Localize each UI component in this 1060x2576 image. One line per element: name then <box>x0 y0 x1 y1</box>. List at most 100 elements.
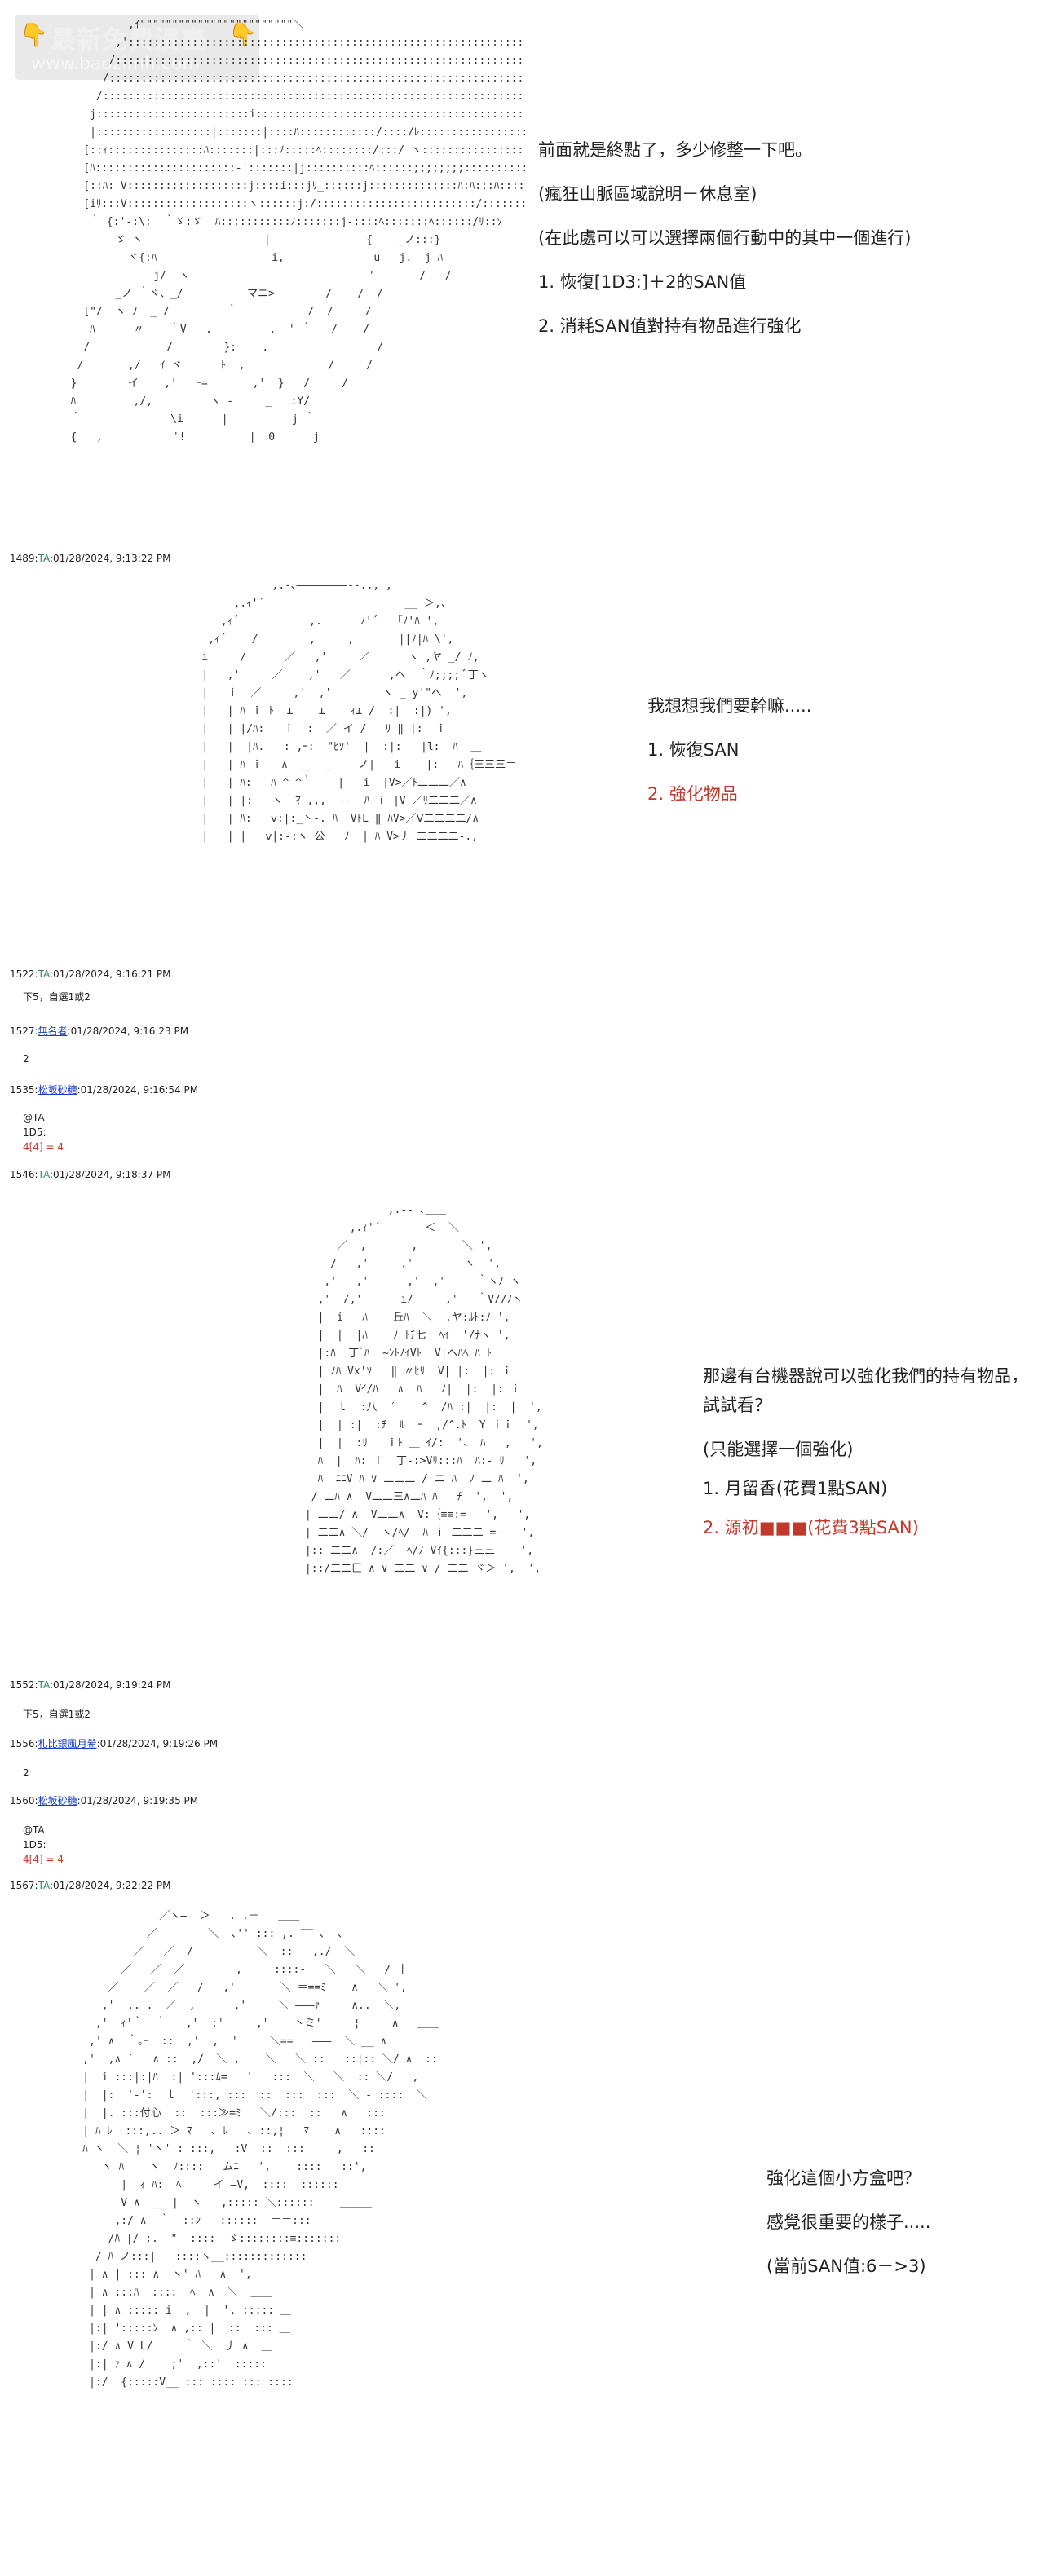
post-date: :01/28/2024, 9:16:54 PM <box>77 1084 199 1096</box>
ascii-art-line: } イ ,' ｰ= ,' } / / <box>20 377 349 390</box>
poster-name[interactable]: 札比銀風月希 <box>38 1738 97 1749</box>
ascii-art-line: ,'::::::::::::::::::::::::::::::::::::::… <box>20 37 525 49</box>
ascii-art-panel-2: ,.-､――――――――--.., , ,.ｨ'´ __ ＞,、 ,ｨ´ ,. … <box>106 577 612 936</box>
dialog-panel-1: 前面就是終點了，多少修整一下吧。 (瘋狂山脈區域說明－休息室) (在此處可以可以… <box>538 139 911 359</box>
post-text: 2 <box>23 1053 29 1065</box>
ascii-art-line: ﾊ 〃 ｀V . , ' ｀ / / <box>20 324 370 336</box>
post-body: 2 <box>23 1052 29 1066</box>
ascii-art-line: | | |ﾊ ﾉ ﾄﾁ七 ﾍｲ '/ﾅヽ ', <box>228 1330 510 1342</box>
ascii-art-line: ／ ／ ／ , ::::- ＼ ＼ / 丨 <box>57 1964 409 1976</box>
dialog-line: (在此處可以可以選擇兩個行動中的其中一個進行) <box>538 228 912 248</box>
dialog-line: 前面就是終點了，多少修整一下吧。 <box>538 140 812 160</box>
post-date: :01/28/2024, 9:22:22 PM <box>50 1880 171 1891</box>
ascii-art-line: | ﾊ ﾚ :::,.. ＞ ﾏ ､ ﾚ ､ ::,¦ ﾏ ∧ :::: <box>57 2125 386 2137</box>
poster-name[interactable]: TA <box>38 553 50 564</box>
ascii-art-line: ／ , , ＼ ', <box>228 1240 492 1252</box>
ascii-art-line: / / }: . / <box>20 342 384 354</box>
ascii-art-line: / 二ﾊ ∧ V二二三∧二ﾊ ﾊ ﾁ ', ', <box>228 1491 514 1503</box>
dialog-line: 1. 月留香(花費1點SAN) <box>703 1479 888 1498</box>
dialog-line: 強化這個小方盒吧？ <box>766 2168 921 2188</box>
dialog-line: 那邊有台機器說可以強化我們的持有物品， <box>703 1366 1028 1386</box>
post-body: 下5，自選1或2 <box>23 1707 91 1722</box>
poster-name[interactable]: TA <box>38 1169 50 1180</box>
post-number: 1546: <box>10 1169 38 1180</box>
ascii-art-line: j::::::::::::::::::::::::i::::::::::::::… <box>90 108 525 121</box>
ascii-art-line: ,ｲ""""""""""""""""""""""""＼ <box>20 19 304 31</box>
ascii-art-line: | ｌ :八 ′ ^ /ﾊ :| |: | ', <box>228 1401 542 1414</box>
ascii-art-line: ,' ∧ ｀｡ｰ :: ,' , ' ＼== ――― ＼ __ ∧ <box>57 2036 387 2048</box>
post-text: 2 <box>23 1767 29 1779</box>
post-header: 1567:TA:01/28/2024, 9:22:22 PM <box>10 1880 171 1891</box>
post-number: 1552: <box>10 1679 38 1691</box>
ascii-art-line: ,' ,. . ／ , ,' ＼ ―――ｧ ∧.. ＼, <box>57 2000 401 2012</box>
poster-name[interactable]: 松坂砂糖 <box>38 1795 77 1806</box>
ascii-art-line: ﾊ ,/, ヽ - _ :Y/ <box>20 395 311 408</box>
ascii-art-line: | | ﾊ ｉ ﾄ ⊥ ⊥ ｨ⊥ / :| :|) ', <box>106 705 452 717</box>
post-body: 下5，自選1或2 <box>23 990 91 1004</box>
ascii-art-line: | |. :::付心 :: :::≫=ﾐ ＼/::: :: ∧ ::: <box>57 2107 386 2119</box>
post-header: 1546:TA:01/28/2024, 9:18:37 PM <box>10 1169 171 1180</box>
post-body: @TA 1D5: 4[4] = 4 <box>23 1823 64 1867</box>
post-text: 下5，自選1或2 <box>23 1709 91 1720</box>
ascii-art-line: ,' ｨ'｀ ｀ ,' :' ,' 丶ミ' ¦ ∧ ＿＿ <box>57 2018 439 2030</box>
ascii-art-line: |::::::::::::::::::|:::::::|::::ﾊ:::::::… <box>90 126 525 139</box>
post-text: 1D5: <box>23 1127 46 1138</box>
ascii-art-line: | | ﾊ: ﾊ ^ ^｀ | i |V>／ﾄ二二二／∧ <box>106 777 466 789</box>
ascii-art-line: | | |ﾊ. : ,ｰ: "ﾋｿ' | :|: |l: ﾊ ＿ <box>106 741 482 753</box>
post-header: 1556:札比銀風月希:01/28/2024, 9:19:26 PM <box>10 1736 218 1750</box>
post-number: 1489: <box>10 553 38 564</box>
dialog-line: 2. 強化物品 <box>647 784 738 804</box>
ascii-art-line: | | ﾊ: ⅴ:|:_丶-. ﾊ VﾄL ‖ ﾊV>／Ⅴ二二二二/∧ <box>106 813 479 825</box>
ascii-art-line: ヾ{:ﾊ i, u j. j ﾊ <box>20 252 444 264</box>
poster-name[interactable]: TA <box>38 1679 50 1691</box>
ascii-art-line: { , '! | 0 j <box>20 431 320 443</box>
ascii-art-line: j/ ヽ ' / / <box>20 270 452 282</box>
post-date: :01/28/2024, 9:16:23 PM <box>67 1026 189 1037</box>
ascii-art-line: ヽ ﾊ ヽ ﾉ:::: ムﾆ ', :::: ::', <box>57 2161 367 2173</box>
ascii-art-line: ,' ,' ,' ,' ｀ヽﾉ‾ヽ <box>228 1276 521 1288</box>
post-text: 1D5: <box>23 1839 46 1850</box>
post-date: :01/28/2024, 9:19:24 PM <box>50 1679 171 1691</box>
post-header: 1489:TA:01/28/2024, 9:13:22 PM <box>10 553 171 564</box>
watermark-banner: 👇 最新免費漫畫 👇 www.baozimh.com <box>15 15 259 80</box>
ascii-art-line: ／ヽ— ＞ . .－ ＿＿ <box>57 1910 300 1922</box>
ascii-art-line: ﾊ | ﾊ: ｉ 丁-:>Vﾘ:::ﾊ ﾊ:- ﾘ ', <box>228 1455 537 1467</box>
ascii-art-line: | | :| :ﾁ ﾙ ｰ ,/^.ﾄ Y ｉｉ ', <box>228 1419 539 1431</box>
poster-name[interactable]: 松坂砂糖 <box>38 1084 77 1096</box>
ascii-art-panel-4: ／ヽ— ＞ . .－ ＿＿ ／ ＼ ､'' ::: ,. ‾‾ ､ ､ ／ ／ … <box>57 1908 644 2560</box>
ascii-art-line: | | ﾊ ｉ ∧ __ _ ノ| i |: ﾊ｛三三三＝- <box>106 759 523 771</box>
post-body: @TA 1D5: 4[4] = 4 <box>23 1110 64 1154</box>
ascii-art-line: ,ｨ´ / , , ||ﾉ|ﾊ \', <box>106 633 454 646</box>
ascii-art-line: | |: '-': ｌ ':::, ::: :: ::: ::: ＼ ‐ :::… <box>57 2089 434 2102</box>
post-date: :01/28/2024, 9:19:35 PM <box>77 1795 199 1806</box>
ascii-art-line: |:ﾊ 丁ﾞﾊ ~ﾝﾄﾉｲVﾄ V|ヘﾊﾍ ﾊ ﾄ <box>228 1348 492 1360</box>
ascii-art-line: | | :ﾘ ｉﾄ ＿ ｲ/: '、 ﾊ , ', <box>228 1437 543 1449</box>
dialog-line: (當前SAN值:6－>3) <box>766 2256 926 2276</box>
ascii-art-line: ゞ-ヽ | { _ノ:::} <box>20 234 441 246</box>
dialog-line: 試試看？ <box>703 1396 771 1415</box>
ascii-art-line: ｀ {:'-:\: ｀ゞ:ゞ ﾊ:::::::::::ﾉ:::::::j-:::… <box>20 216 502 228</box>
dialog-line: 2. 源初■■■(花費3點SAN) <box>703 1518 919 1537</box>
ascii-art-line: ,.-- ､＿＿ <box>228 1204 447 1216</box>
ascii-art-line: | ﾊ Vｲ/ﾊ ∧ ﾊ ﾉ| |: |: ｉ <box>228 1383 521 1396</box>
post-date: :01/28/2024, 9:16:21 PM <box>50 968 171 980</box>
poster-name[interactable]: TA <box>38 968 50 980</box>
ascii-art-line: V ∧ __ | ヽ ,::::: ＼:::::: ＿＿＿ <box>57 2197 372 2209</box>
poster-name[interactable]: TA <box>38 1880 50 1891</box>
ascii-art-line: _ノ ｀ヾ、_/ マニ> / / / <box>20 288 383 300</box>
ascii-art-line: ,' /,' i/ ,' ｀V//ﾉヽ <box>228 1294 523 1306</box>
poster-name[interactable]: 無名者 <box>38 1026 68 1037</box>
ascii-art-line: | ｨ ﾊ: ﾍ イ ―V, :::: :::::: <box>57 2179 339 2191</box>
ascii-art-line: ﾊ ヽ ＼ ¦ 'ヽ' : :::, :V :: ::: , :: <box>57 2143 375 2155</box>
ascii-art-line: [::ﾊ: V:::::::::::::::::::j::::i:::jﾘ_::… <box>20 180 525 192</box>
ascii-art-line: ／ ＼ ､'' ::: ,. ‾‾ ､ ､ <box>57 1928 343 1940</box>
hand-pointing-down-icon: 👇 <box>20 21 48 48</box>
ascii-art-line: | ∧ | ::: ∧ ヽ' ﾊ ∧ ', <box>57 2269 252 2281</box>
ascii-art-line: | ∧ :::ﾊ :::: ﾍ ∧ ＼ ＿＿ <box>57 2287 272 2299</box>
post-number: 1567: <box>10 1880 38 1891</box>
ascii-art-line: | i ﾊ 丘ﾊ ＼ .ヤ:ﾙﾄ:ﾉ ', <box>228 1312 510 1324</box>
post-header: 1560:松坂砂糖:01/28/2024, 9:19:35 PM <box>10 1793 198 1807</box>
ascii-art-line: / ,' ,' ヽ ', <box>228 1258 501 1270</box>
ascii-art-line: | | ∧ ::::: i , | ', ::::: ＿ <box>57 2305 291 2317</box>
ascii-art-line: | ｉ ／ ,' ,' ヽ _ y'"へ ', <box>106 687 468 699</box>
